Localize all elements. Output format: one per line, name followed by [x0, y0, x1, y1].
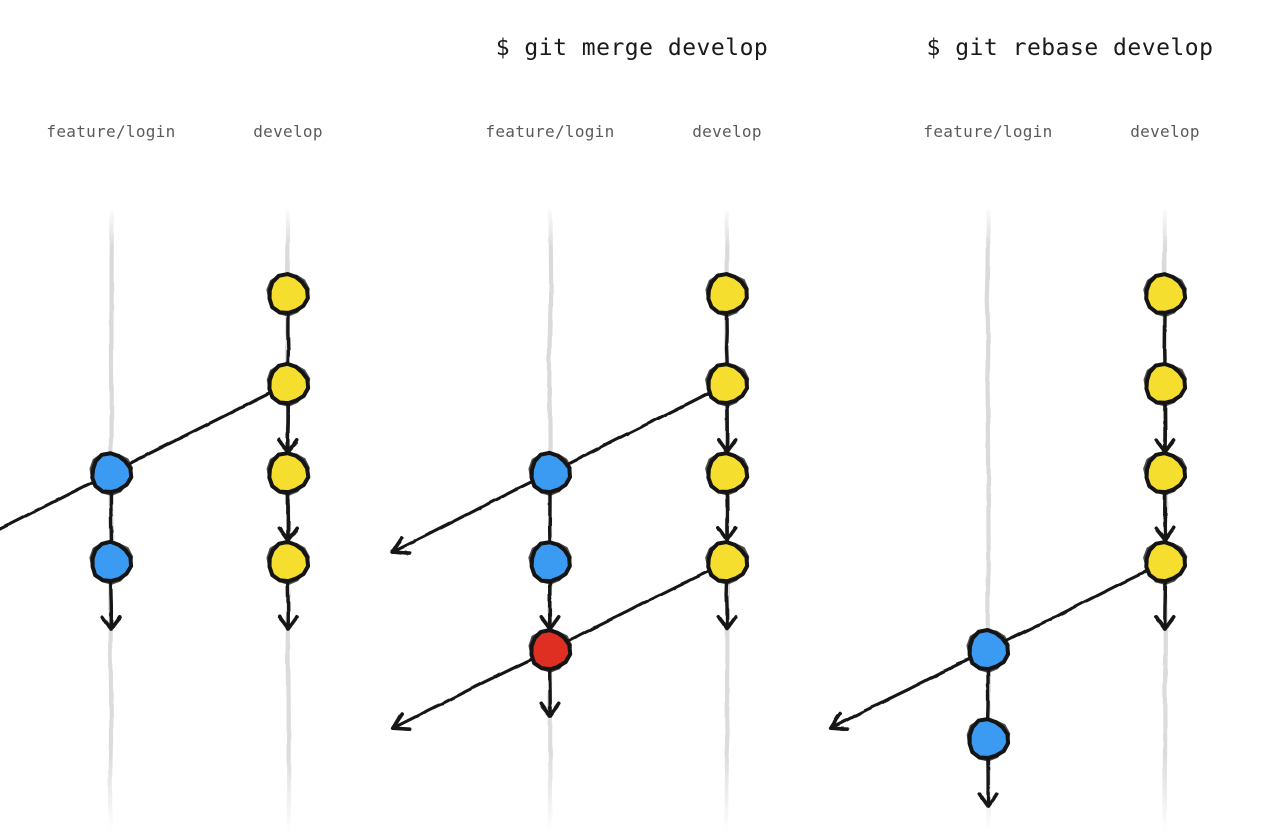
commit-outline-overstroke: [966, 629, 1010, 673]
commit-fill: [708, 365, 746, 402]
commit-fill: [1146, 454, 1184, 491]
commit-outline-overstroke: [705, 363, 750, 407]
commit-fill: [1146, 543, 1184, 580]
commit-node-p2-merge[interactable]: [528, 628, 573, 673]
commit-outline-overstroke: [966, 718, 1011, 762]
commit-outline-overstroke: [89, 541, 134, 585]
lane-label-feature-lane-before: feature/login: [46, 122, 175, 141]
lane-label-feature-lane-merge: feature/login: [485, 122, 614, 141]
commit-fill: [531, 454, 569, 491]
arrowhead-icon-overstroke: [102, 617, 121, 630]
commit-outline-overstroke: [266, 452, 310, 496]
arrowhead-icon-overstroke: [717, 617, 736, 631]
arrowhead-icon-overstroke: [279, 618, 298, 631]
commit-node-p2-f2[interactable]: [528, 540, 572, 585]
arrowhead-icon-overstroke: [979, 794, 998, 807]
commit-node-p3-d4[interactable]: [1143, 540, 1188, 585]
commit-outline-overstroke: [528, 541, 572, 585]
arrowhead-icon-overstroke: [829, 714, 846, 732]
commit-outline-overstroke: [528, 452, 572, 496]
commit-fill: [269, 365, 307, 402]
commit-fill: [708, 543, 746, 580]
lane-label-feature-lane-rebase: feature/login: [923, 122, 1052, 141]
commit-node-p3-f1[interactable]: [966, 627, 1011, 673]
commit-outline-overstroke: [1143, 541, 1188, 585]
commit-outline-overstroke: [1143, 363, 1187, 407]
commit-node-p1-f1[interactable]: [89, 451, 134, 496]
lane-label-develop-lane-before: develop: [253, 122, 323, 141]
commit-outline-overstroke: [1143, 452, 1188, 496]
edge-branch-p1-d2-to-p1-f1: [0, 391, 271, 531]
commit-outline-overstroke: [266, 363, 311, 407]
commit-node-p1-d1[interactable]: [266, 272, 310, 317]
commit-node-p3-d2[interactable]: [1143, 361, 1188, 407]
commit-outline-overstroke: [705, 541, 750, 585]
lane-label-develop-lane-rebase: develop: [1130, 122, 1200, 141]
commit-nodes-layer: [89, 272, 1188, 762]
commit-node-p3-d1[interactable]: [1143, 272, 1188, 318]
commit-fill: [969, 631, 1007, 668]
arrowhead-icon-overstroke: [1155, 618, 1174, 631]
commit-outline-overstroke: [266, 273, 310, 317]
commit-outline-overstroke: [705, 273, 749, 317]
commit-node-p3-f2[interactable]: [966, 717, 1011, 762]
commit-fill: [92, 543, 130, 580]
commit-node-p2-d4[interactable]: [705, 540, 750, 585]
commit-fill: [708, 275, 746, 312]
arrowhead-icon-overstroke: [391, 539, 408, 556]
commit-fill: [269, 275, 307, 312]
commit-node-p1-f2[interactable]: [89, 539, 134, 585]
lane-label-develop-lane-merge: develop: [692, 122, 762, 141]
command-label-merge: $ git merge develop: [496, 35, 769, 61]
commit-outline-overstroke: [1143, 273, 1187, 318]
commit-node-p2-d2[interactable]: [705, 362, 750, 407]
commit-outline-overstroke: [89, 452, 134, 496]
commit-fill: [531, 543, 569, 580]
commit-outline-overstroke: [528, 630, 573, 673]
commit-fill: [708, 454, 746, 491]
commit-fill: [92, 454, 130, 491]
commit-node-p2-d3[interactable]: [705, 451, 750, 496]
commit-outline-overstroke: [266, 542, 310, 586]
commit-fill: [969, 720, 1007, 757]
commit-fill: [269, 454, 307, 491]
commit-node-p1-d3[interactable]: [266, 451, 311, 496]
commit-node-p2-f1[interactable]: [528, 450, 572, 496]
labels-layer: feature/login develop $ git merge develop f…: [46, 35, 1213, 141]
commit-fill: [531, 631, 569, 668]
command-label-rebase: $ git rebase develop: [927, 35, 1214, 61]
commit-fill: [1146, 365, 1184, 402]
commit-node-p2-d1[interactable]: [705, 272, 749, 317]
arrowhead-icon-overstroke: [540, 705, 559, 718]
commit-fill: [269, 543, 307, 580]
commit-fill: [1146, 275, 1184, 312]
edge-shaft: [0, 391, 271, 531]
commit-node-p3-d3[interactable]: [1143, 451, 1188, 496]
arrowhead-icon-overstroke: [391, 714, 408, 731]
commit-outline-overstroke: [705, 452, 749, 496]
commit-node-p1-d2[interactable]: [266, 361, 311, 407]
commit-node-p1-d4[interactable]: [266, 539, 311, 586]
